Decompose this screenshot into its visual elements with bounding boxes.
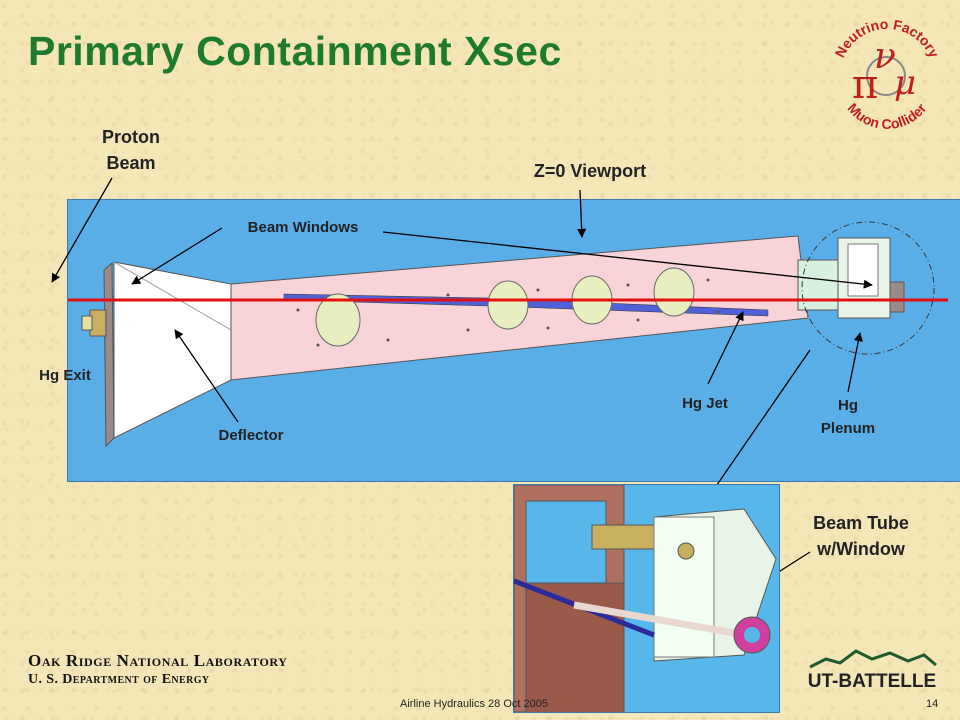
beam-tube-label: Beam Tube w/Window	[813, 513, 909, 559]
hg-plenum-label: Hg Plenum	[820, 397, 876, 437]
svg-text:μ: μ	[894, 63, 916, 103]
neutrino-factory-logo: Neutrino Factory Muon Collider π ν μ	[824, 10, 949, 138]
containment-drawing	[68, 221, 948, 448]
viewport-label: Z=0 Viewport	[533, 161, 647, 181]
hg-exit-label: Hg Exit	[39, 367, 91, 384]
svg-text:ν: ν	[874, 36, 896, 77]
beam-windows-label: Beam Windows	[247, 219, 359, 236]
proton-beam-label: Proton Beam	[102, 127, 160, 173]
slide-title: Primary Containment Xsec	[28, 28, 562, 74]
ut-battelle-logo: UT-BATTELLE	[806, 645, 939, 693]
hg-jet-label: Hg Jet	[682, 395, 728, 412]
svg-text:UT-BATTELLE: UT-BATTELLE	[808, 671, 936, 692]
svg-text:π: π	[852, 62, 878, 108]
page-number: 14	[926, 698, 939, 710]
footer-text: Airline Hydraulics 28 Oct 2005	[400, 698, 548, 710]
beam-tube-detail-inset	[513, 484, 780, 713]
org-name-line2: U. S. Department of Energy	[28, 672, 210, 687]
deflector-label: Deflector	[218, 427, 284, 444]
org-name-line1: Oak Ridge National Laboratory	[28, 651, 288, 670]
